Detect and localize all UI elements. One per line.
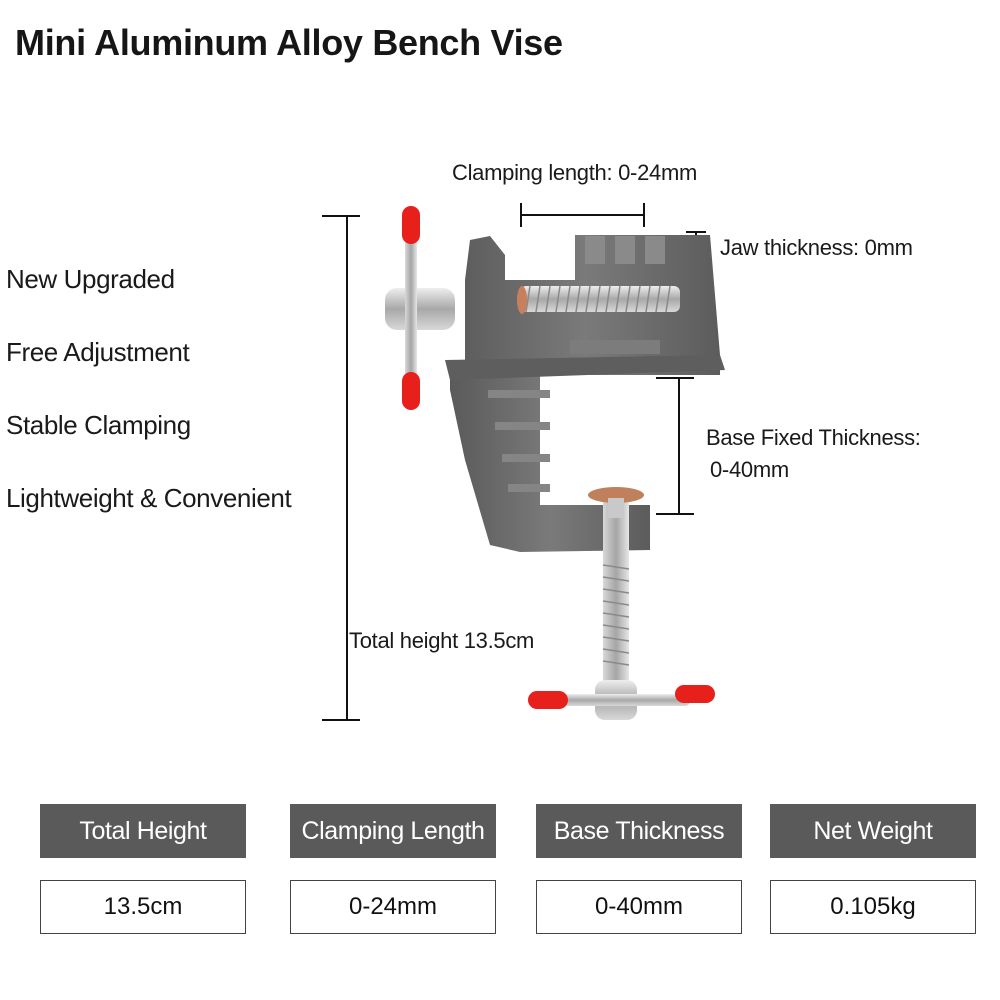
feature-new-upgraded: New Upgraded: [6, 264, 175, 294]
feature-free-adjustment: Free Adjustment: [6, 337, 190, 367]
page-title: Mini Aluminum Alloy Bench Vise: [15, 22, 563, 63]
spec-header-net-weight: Net Weight: [770, 804, 976, 858]
bench-vise-illustration: [385, 206, 725, 720]
handle-cap-bottom: [402, 372, 420, 410]
vise-slide-plate: [445, 355, 725, 380]
bottom-handle-cap-left: [528, 691, 568, 709]
jaw-thickness-label: Jaw thickness: 0mm: [720, 235, 913, 260]
total-height-top-cap: [322, 215, 360, 217]
total-height-label: Total height 13.5cm: [349, 628, 535, 653]
base-thickness-top-cap: [656, 377, 694, 379]
handle-bar: [405, 230, 417, 390]
base-thickness-bottom-cap: [656, 513, 694, 515]
jaw-thickness-top-cap: [686, 231, 706, 233]
copper-pressure-pad: [588, 487, 644, 503]
clamping-length-left-cap: [520, 203, 522, 227]
clamping-length-line: [520, 214, 644, 216]
spec-header-clamping-length: Clamping Length: [290, 804, 496, 858]
spec-value-clamping-length: 0-24mm: [290, 880, 496, 934]
feature-stable-clamping: Stable Clamping: [6, 410, 191, 440]
spec-header-total-height: Total Height: [40, 804, 246, 858]
handle-cap-top: [402, 206, 420, 244]
feature-lightweight: Lightweight & Convenient: [6, 483, 292, 513]
handle-hub: [385, 288, 455, 330]
clamping-length-label: Clamping length: 0-24mm: [452, 160, 697, 185]
total-height-dimension-line: [346, 216, 348, 720]
copper-washer: [517, 286, 527, 314]
base-thickness-line: [678, 378, 680, 514]
horizontal-lead-screw: [520, 286, 680, 312]
total-height-bottom-cap: [322, 719, 360, 721]
spec-value-total-height: 13.5cm: [40, 880, 246, 934]
spec-value-net-weight: 0.105kg: [770, 880, 976, 934]
base-thickness-label-line1: Base Fixed Thickness:: [706, 425, 921, 450]
spec-header-base-thickness: Base Thickness: [536, 804, 742, 858]
clamping-length-right-cap: [643, 203, 645, 227]
vise-c-frame: [450, 375, 650, 552]
base-thickness-label-line2: 0-40mm: [710, 457, 789, 482]
bottom-handle-cap-right: [675, 685, 715, 703]
vertical-clamp-screw: [603, 495, 629, 695]
spec-value-base-thickness: 0-40mm: [536, 880, 742, 934]
bottom-handle-bar: [545, 694, 690, 706]
